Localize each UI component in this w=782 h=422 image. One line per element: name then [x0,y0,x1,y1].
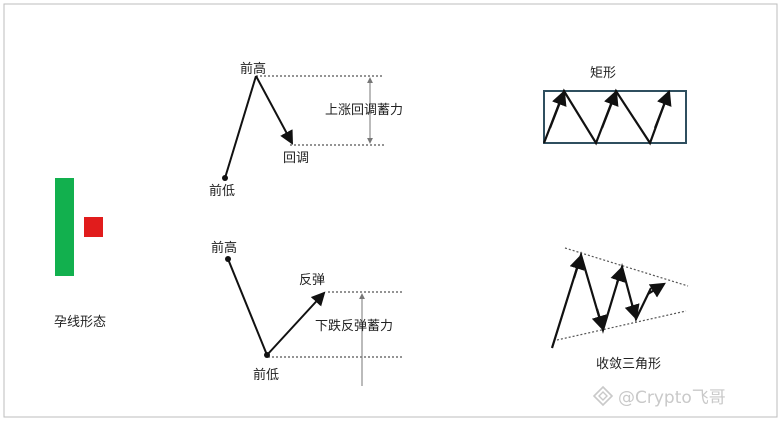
triangle-zigzag [550,251,652,349]
bounce-energy-label: 下跌反弹蓄力 [315,318,393,334]
bounce-pattern: 前高 前低 反弹 下跌反弹蓄力 [211,240,402,386]
triangle-upper-line [564,247,689,287]
harami-pattern: 孕线形态 [54,178,106,330]
bounce-up-leg [266,291,326,356]
pullback-pattern: 前高 前低 回调 上涨回调蓄力 [209,61,403,199]
pullback-high-label: 前高 [240,61,266,77]
pullback-down-leg [255,75,293,145]
watermark-text: @Crypto飞哥 [618,388,726,408]
rectangle-box [543,90,687,144]
pullback-up-leg [224,75,257,179]
figure-frame [3,3,778,418]
triangle-pattern: 收敛三角形 [550,247,689,372]
bounce-high-dot [225,256,231,262]
bounce-rebound-label: 反弹 [299,273,325,288]
pullback-energy-label: 上涨回调蓄力 [325,103,403,118]
triangle-label: 收敛三角形 [596,356,661,372]
bounce-low-label: 前低 [253,367,279,383]
pullback-low-label: 前低 [209,183,235,199]
harami-bull-candle [55,178,74,276]
harami-bear-candle [84,217,103,237]
bounce-low-dot [264,352,270,358]
rectangle-pattern: 矩形 [542,66,687,146]
crypto-diamond-icon [592,385,614,407]
harami-label: 孕线形态 [54,315,106,330]
watermark: @Crypto飞哥 [592,385,726,408]
bounce-down-leg [227,258,268,356]
bounce-high-label: 前高 [211,240,237,256]
pullback-low-dot [222,175,228,181]
pullback-retrace-label: 回调 [283,151,309,166]
rectangle-label: 矩形 [590,66,616,81]
triangle-lower-line [556,310,687,341]
